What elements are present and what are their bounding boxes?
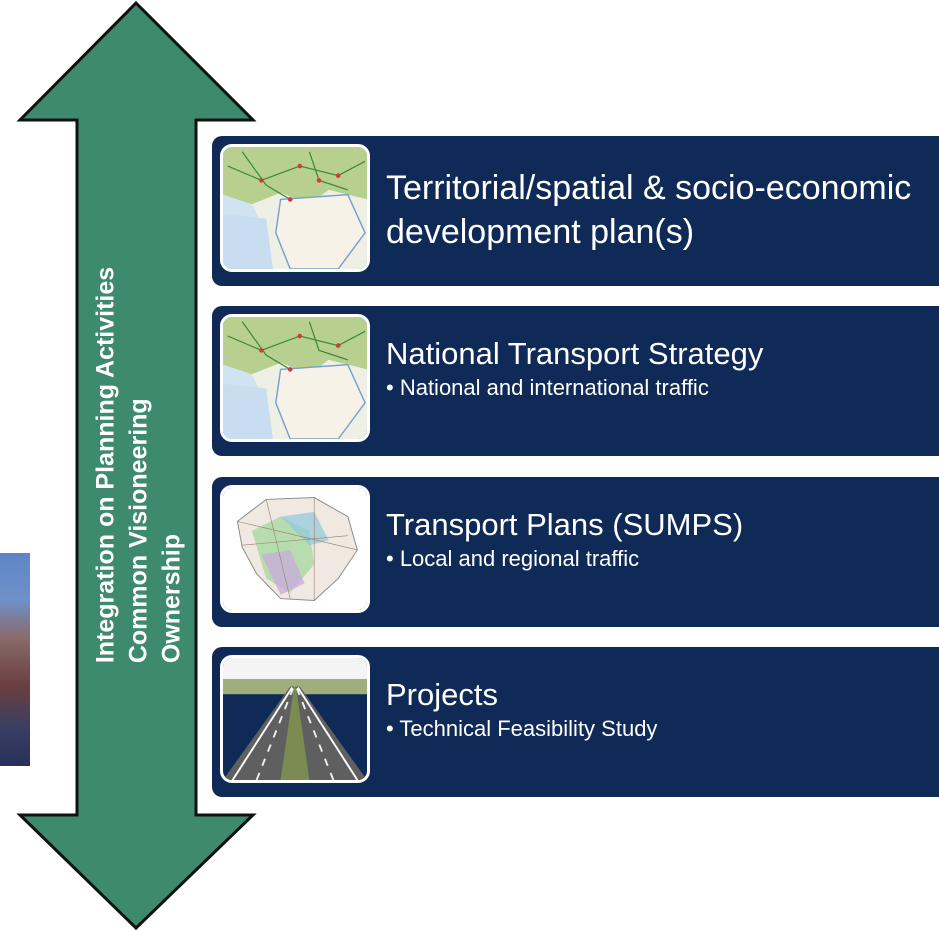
panel-title: National Transport Strategy <box>386 336 764 371</box>
panel-transport-plans: Transport Plans (SUMPS) • Local and regi… <box>212 477 939 627</box>
arrow-label-line-3: Ownership <box>157 533 186 664</box>
panel-bullet: • National and international traffic <box>386 375 709 400</box>
arrow-label-line-1: Integration on Planning Activities <box>91 266 120 664</box>
arrow-label: Integration on Planning Activities Commo… <box>90 267 189 663</box>
panel-national-transport-strategy: National Transport Strategy • National a… <box>212 306 939 456</box>
panel-projects: Projects • Technical Feasibility Study <box>212 647 939 797</box>
county-map-image <box>220 485 370 613</box>
background-photo-fragment <box>0 553 30 766</box>
panel-bullet: • Technical Feasibility Study <box>386 716 658 741</box>
regional-map-image <box>220 314 370 442</box>
panel-development-plans: Territorial/spatial & socio-economic dev… <box>212 136 939 286</box>
regional-map-image <box>220 144 370 272</box>
highway-photo-image <box>220 655 370 783</box>
panel-title: Transport Plans (SUMPS) <box>386 507 744 542</box>
panel-title: Projects <box>386 677 498 712</box>
panel-title: Territorial/spatial & socio-economic dev… <box>386 169 912 251</box>
panel-bullet: • Local and regional traffic <box>386 546 640 571</box>
arrow-label-line-2: Common Visioneering <box>124 398 153 664</box>
